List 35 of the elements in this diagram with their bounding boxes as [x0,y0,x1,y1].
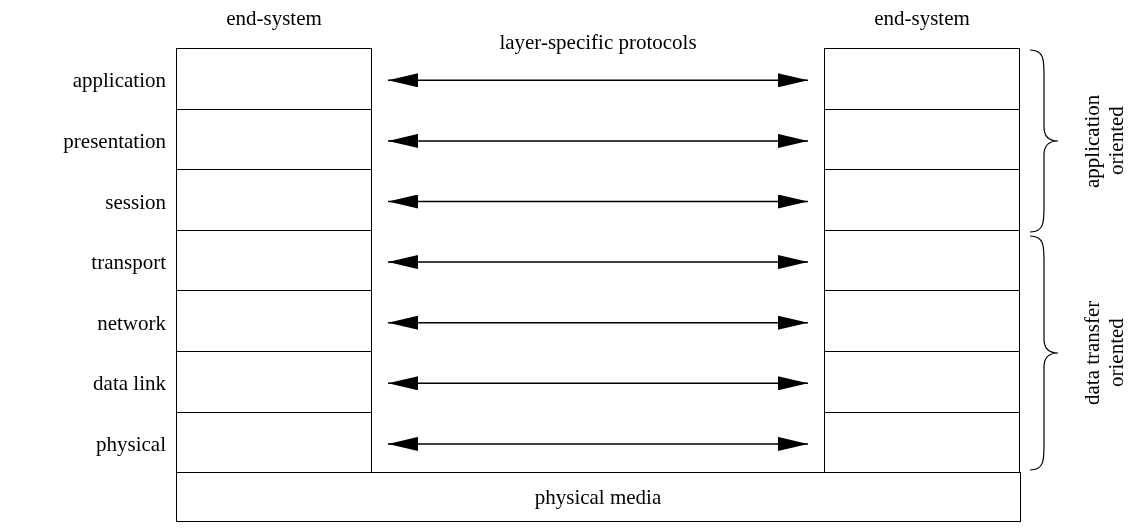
media-box [176,472,1021,523]
layer-name: session [105,189,166,214]
layer-name: presentation [63,128,166,153]
layer-box [824,351,1020,414]
column-heading: end-system [225,6,323,30]
double-arrow [387,315,809,330]
layer-box [176,48,372,111]
layer-box [176,108,372,171]
group-label: application oriented [1080,93,1128,190]
box-label: physical media [533,485,663,510]
layer-box [176,290,372,353]
double-arrow [387,436,809,451]
layer-box [176,351,372,414]
column-heading: end-system [873,6,971,30]
layer-box [824,169,1020,232]
layer-box [824,411,1020,474]
double-arrow [387,133,809,148]
layer-name: data link [93,371,166,396]
layer-box [824,229,1020,292]
layer-box [176,229,372,292]
double-arrow [387,73,809,88]
layer-box [824,108,1020,171]
group-label: data transfer oriented [1080,299,1128,408]
double-arrow [387,376,809,391]
layer-box [176,169,372,232]
double-arrow [387,255,809,270]
layer-name: transport [91,250,166,275]
layer-box [176,411,372,474]
double-arrow [387,194,809,209]
layer-name: physical [96,431,166,456]
layer-box [824,290,1020,353]
protocol-caption: layer-specific protocols [498,30,698,54]
layer-name: network [97,310,166,335]
layer-box [824,48,1020,111]
layer-name: application [72,68,166,93]
